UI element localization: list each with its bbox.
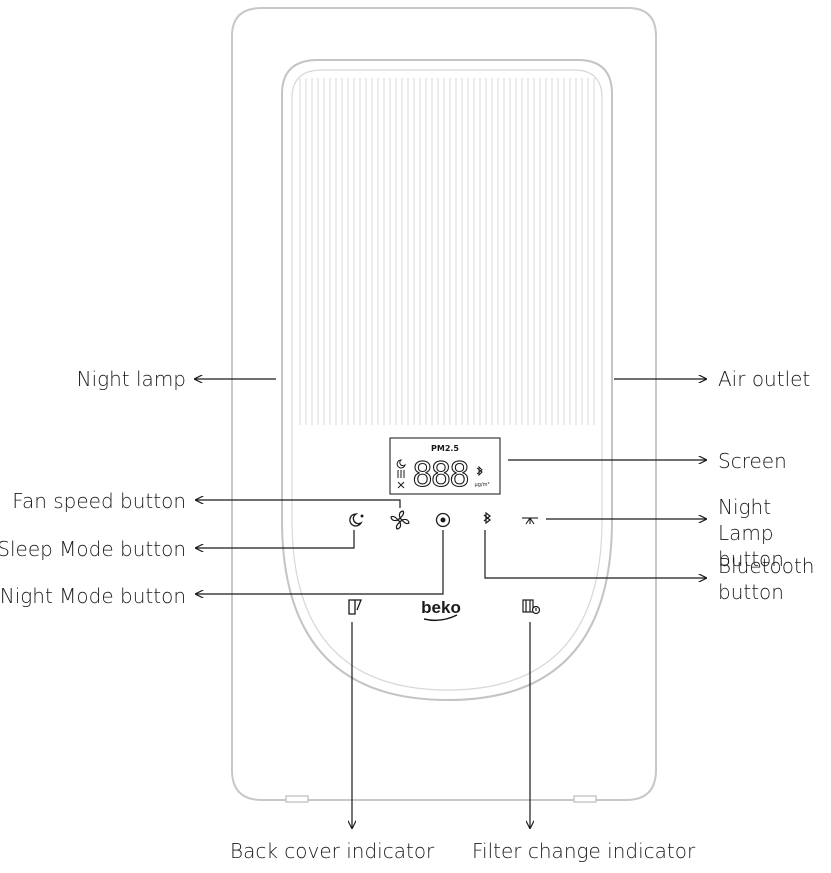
screen-bluetooth-icon: [476, 465, 483, 477]
brand-swoosh: [423, 614, 458, 622]
filter-icon: [522, 599, 541, 615]
fan-speed-button-label: Fan speed button: [12, 489, 186, 513]
night-mode-button-label: Night Mode button: [0, 584, 186, 608]
sleep-mode-button-label: Sleep Mode button: [0, 537, 186, 561]
moon-icon: [349, 513, 364, 527]
lamp-icon: [522, 517, 538, 525]
bluetooth-icon: [483, 511, 491, 525]
screen-unit: µg/m³: [475, 482, 490, 488]
screen-digits: 888: [412, 455, 468, 495]
screen-mode-icons: [396, 459, 406, 489]
back-cover-indicator: [348, 599, 362, 615]
back-cover-indicator-label: Back cover indicator: [230, 839, 435, 863]
bluetooth-button[interactable]: [483, 511, 491, 525]
bluetooth-button-label-line2: button: [718, 580, 784, 604]
target-icon: [435, 512, 451, 528]
screen-display: PM2.5 888 µg/m³: [389, 437, 501, 496]
fan-icon: [390, 510, 410, 530]
bluetooth-button-label: Bluetooth button: [718, 553, 830, 605]
night-lamp-button-label-line2: button: [718, 547, 784, 571]
brand-logo: beko: [421, 598, 461, 617]
filter-change-indicator: [522, 599, 541, 615]
screen-label: Screen: [718, 449, 787, 473]
pm-label: PM2.5: [431, 444, 459, 453]
night-lamp-button[interactable]: [522, 517, 538, 525]
night-lamp-button-label-line1: Night Lamp: [718, 495, 774, 545]
air-outlet-label: Air outlet: [718, 367, 811, 391]
sleep-mode-button[interactable]: [349, 513, 364, 527]
door-icon: [348, 599, 362, 615]
bluetooth-button-label-line1: Bluetooth: [718, 554, 815, 578]
filter-change-indicator-label: Filter change indicator: [472, 839, 696, 863]
night-mode-button[interactable]: [435, 512, 451, 528]
fan-speed-button[interactable]: [390, 510, 410, 530]
night-lamp-button-label: Night Lamp button: [718, 494, 830, 572]
air-outlet-grille: [299, 78, 595, 425]
night-lamp-label: Night lamp: [76, 367, 186, 391]
front-panel: [281, 59, 613, 702]
leader-lines: [195, 379, 706, 828]
